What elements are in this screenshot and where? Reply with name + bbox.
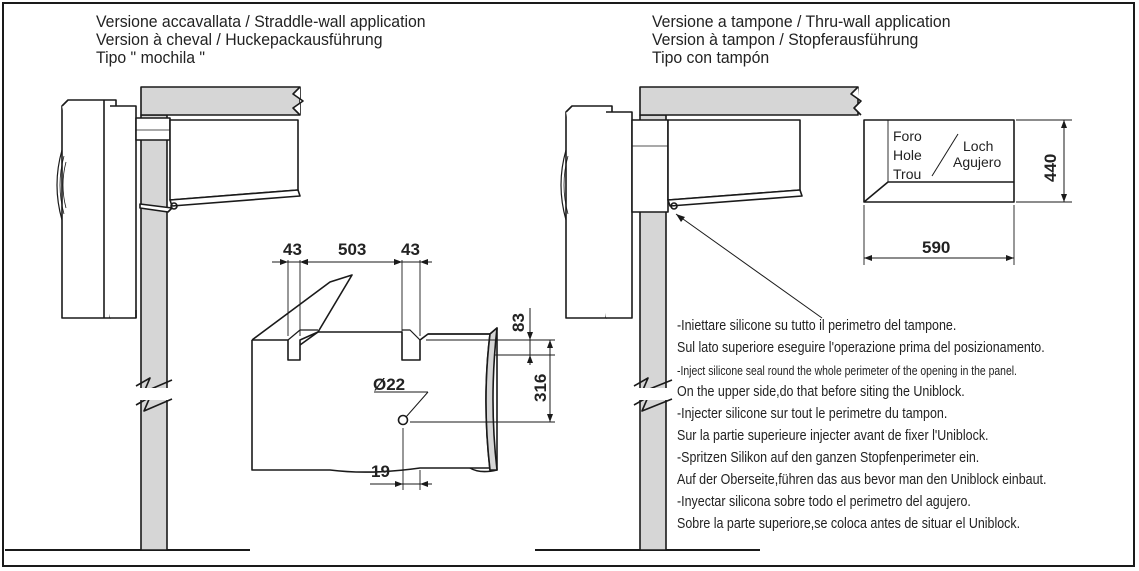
instruction-line-2: Sul lato superiore eseguire l'operazione… bbox=[677, 340, 1045, 356]
dim-left-margin: 43 bbox=[283, 240, 302, 259]
straddle-wall-illustration bbox=[5, 86, 304, 551]
hole-label-loch: Loch bbox=[963, 138, 994, 154]
instruction-line-4: On the upper side,do that before siting … bbox=[677, 384, 965, 400]
instruction-line-8: Auf der Oberseite,führen das aus bevor m… bbox=[677, 472, 1047, 488]
hole-box-illustration bbox=[863, 119, 1072, 265]
left-header-line-3: Tipo " mochila " bbox=[96, 48, 206, 67]
dim-hole-height: 440 bbox=[1041, 153, 1060, 182]
dim-cutout-width: 503 bbox=[338, 240, 367, 259]
left-header-line-1: Versione accavallata / Straddle-wall app… bbox=[96, 12, 426, 31]
hole-label-trou: Trou bbox=[893, 166, 922, 182]
instruction-line-6: Sur la partie superieure injecter avant … bbox=[677, 428, 989, 444]
instruction-line-9: -Inyectar silicona sobre todo el perimet… bbox=[677, 494, 971, 510]
instruction-line-10: Sobre la parte superiore,se coloca antes… bbox=[677, 516, 1021, 532]
instruction-line-1: -Iniettare silicone su tutto il perimetr… bbox=[677, 318, 957, 334]
instruction-line-3: -Inject silicone seal round the whole pe… bbox=[677, 363, 1017, 378]
hole-label-hole: Hole bbox=[893, 147, 922, 163]
right-header-line-1: Versione a tampone / Thru-wall applicati… bbox=[652, 12, 951, 31]
instruction-line-7: -Spritzen Silikon auf den ganzen Stopfen… bbox=[677, 450, 980, 466]
dim-hole-width: 590 bbox=[922, 238, 951, 257]
thru-wall-illustration bbox=[535, 86, 862, 551]
dim-hole-offset: 19 bbox=[371, 462, 390, 481]
dim-hole-diameter: Ø22 bbox=[373, 375, 406, 394]
hole-label-foro: Foro bbox=[893, 128, 922, 144]
right-header-line-2: Version à tampon / Stopferausführung bbox=[652, 30, 919, 49]
cutout-illustration bbox=[251, 259, 555, 490]
dim-top-offset: 83 bbox=[509, 313, 528, 332]
hole-label-agujero: Agujero bbox=[953, 154, 1002, 170]
left-header-line-2: Version à cheval / Huckepackausführung bbox=[96, 30, 383, 49]
wall-section bbox=[140, 114, 168, 551]
instruction-line-5: -Injecter silicone sur tout le perimetre… bbox=[677, 406, 948, 422]
dim-cutout-height: 316 bbox=[531, 373, 550, 402]
right-header-line-3: Tipo con tampón bbox=[652, 48, 770, 67]
dim-right-margin: 43 bbox=[401, 240, 420, 259]
